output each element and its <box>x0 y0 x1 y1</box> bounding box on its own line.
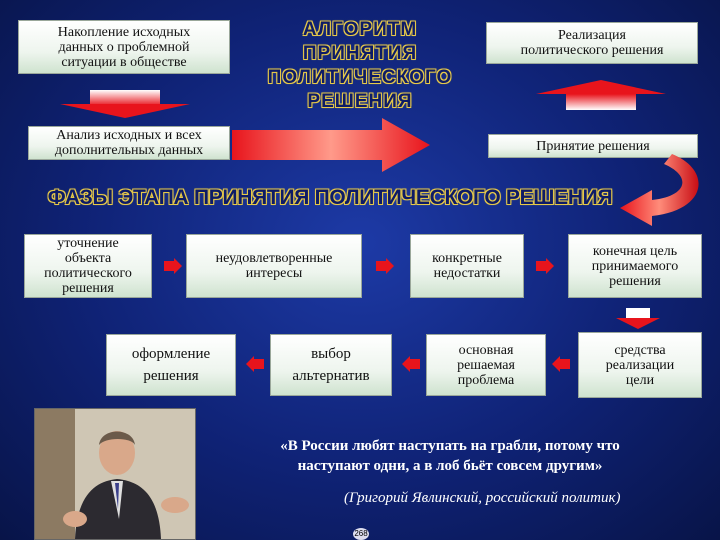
phases-title: ФАЗЫ ЭТАПА ПРИНЯТИЯ ПОЛИТИЧЕСКОГО РЕШЕНИ… <box>47 186 613 209</box>
quote-author: (Григорий Явлинский, российский политик) <box>344 490 621 506</box>
up-arrow-right-icon <box>536 80 666 110</box>
portrait-photo <box>34 408 196 540</box>
algorithm-title: АЛГОРИТМ ПРИНЯТИЯ ПОЛИТИЧЕСКОГО РЕШЕНИЯ <box>262 18 458 114</box>
arrow-left-icon <box>552 356 570 372</box>
phase-text: конкретные недостатки <box>432 251 502 281</box>
accumulation-box: Накопление исходных данных о проблемной … <box>18 20 230 74</box>
title-line-2: ПРИНЯТИЯ <box>302 43 418 64</box>
down-arrow-icon <box>616 308 660 329</box>
person-illustration-icon <box>35 409 195 539</box>
arrow-left-icon <box>402 356 420 372</box>
accumulation-text: Накопление исходных данных о проблемной … <box>57 24 191 70</box>
phase-text: конечная цель принимаемого решения <box>591 243 679 289</box>
phase-box-2-1: оформление решения <box>106 334 236 396</box>
arrow-right-icon <box>536 258 554 274</box>
decision-box: Принятие решения <box>488 134 698 158</box>
quote-text: «В России любят наступать на грабли, пот… <box>280 438 620 474</box>
phase-box-1-1: уточнение объекта политического решения <box>24 234 152 298</box>
phase-box-1-2: неудовлетворенные интересы <box>186 234 362 298</box>
phase-text: средства реализации цели <box>605 342 675 388</box>
phase-box-1-4: конечная цель принимаемого решения <box>568 234 702 298</box>
title-line-3: ПОЛИТИЧЕСКОГО <box>267 67 453 88</box>
implementation-text: Реализация политического решения <box>520 28 664 58</box>
phase-text: выбор альтернатив <box>292 346 370 384</box>
phase-text: основная решаемая проблема <box>457 342 515 388</box>
right-arrow-icon <box>232 118 430 172</box>
arrow-right-icon <box>376 258 394 274</box>
arrow-left-icon <box>246 356 264 372</box>
implementation-box: Реализация политического решения <box>486 22 698 64</box>
analysis-box: Анализ исходных и всех дополнительных да… <box>28 126 230 160</box>
phase-box-2-3: основная решаемая проблема <box>426 334 546 396</box>
phase-box-2-4: средства реализации цели <box>578 332 702 398</box>
phase-box-1-3: конкретные недостатки <box>410 234 524 298</box>
phase-box-2-2: выбор альтернатив <box>270 334 392 396</box>
phase-text: оформление решения <box>131 346 211 384</box>
curved-arrow-icon <box>620 154 699 226</box>
phase-text: уточнение объекта политического решения <box>44 236 132 296</box>
arrow-right-icon <box>164 258 182 274</box>
title-line-4: РЕШЕНИЯ <box>307 91 413 112</box>
analysis-text: Анализ исходных и всех дополнительных да… <box>54 128 204 158</box>
title-line-1: АЛГОРИТМ <box>302 19 418 40</box>
decision-text: Принятие решения <box>536 138 650 154</box>
down-arrow-left-icon <box>60 90 190 118</box>
slide-number: 268 <box>353 528 369 540</box>
phase-text: неудовлетворенные интересы <box>215 251 333 281</box>
